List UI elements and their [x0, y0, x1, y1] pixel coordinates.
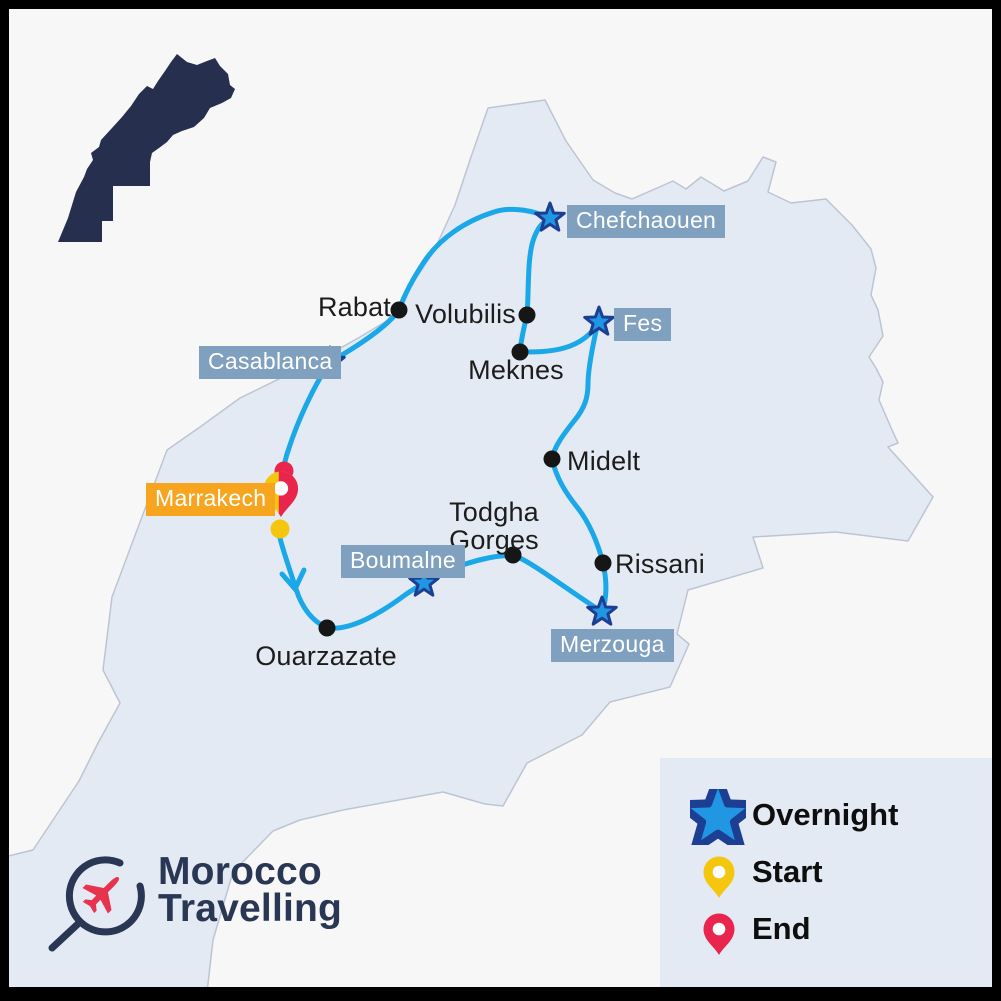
morocco-inset-silhouette [58, 54, 235, 242]
frame-left [0, 0, 9, 1001]
overnight-star-icon [690, 789, 746, 845]
route-rissani-midelt [549, 456, 606, 566]
route-start-dot [270, 519, 290, 539]
legend-panel: Overnight Start End [660, 758, 1001, 1001]
logo-plane-icon [48, 856, 145, 952]
rabat-dot [390, 301, 408, 319]
legend-start-label: Start [752, 854, 823, 889]
route-direction-arrow-icon [279, 567, 307, 594]
meknes-label: Meknes [468, 355, 564, 385]
frame-top [0, 0, 1001, 9]
morocco-map-shape [0, 99, 934, 1001]
city-dots [318, 301, 612, 637]
marrakech-start-end-pin-icon [263, 471, 299, 517]
casablanca-label-badge: Casablanca [199, 346, 342, 379]
ouarzazate-label: Ouarzazate [255, 641, 397, 671]
legend-end-label: End [752, 911, 811, 946]
route-midelt-fes [549, 319, 601, 462]
logo-wordmark: Morocco Travelling [158, 850, 343, 930]
marrakech-label-badge: Marrakech [146, 483, 276, 516]
ouarzazate-dot [318, 619, 336, 637]
merzouga-label-badge: Merzouga [551, 629, 674, 662]
midelt-dot [543, 450, 561, 468]
chefchaouen-label-badge: Chefchaouen [567, 205, 726, 238]
boumalne-label-badge: Boumalne [341, 545, 465, 578]
rissani-label: Rissani [615, 549, 705, 579]
fes-label-badge: Fes [614, 308, 672, 341]
todgha-gorges-dot [504, 546, 522, 564]
logo-line1: Morocco [158, 850, 322, 893]
legend-overnight-label: Overnight [752, 797, 899, 832]
logo-line2: Travelling [158, 887, 343, 930]
midelt-label: Midelt [567, 446, 641, 476]
meknes-dot [511, 343, 529, 361]
route-chefchaouen-rabat [396, 206, 553, 313]
frame-right [992, 0, 1001, 1001]
rabat-label: Rabat [317, 292, 391, 322]
volubilis-dot [518, 306, 536, 324]
start-pin-icon [703, 856, 735, 898]
volubilis-label: Volubilis [415, 299, 516, 329]
rissani-dot [594, 554, 612, 572]
end-pin-icon [703, 913, 735, 955]
frame-bottom [0, 987, 1001, 1001]
